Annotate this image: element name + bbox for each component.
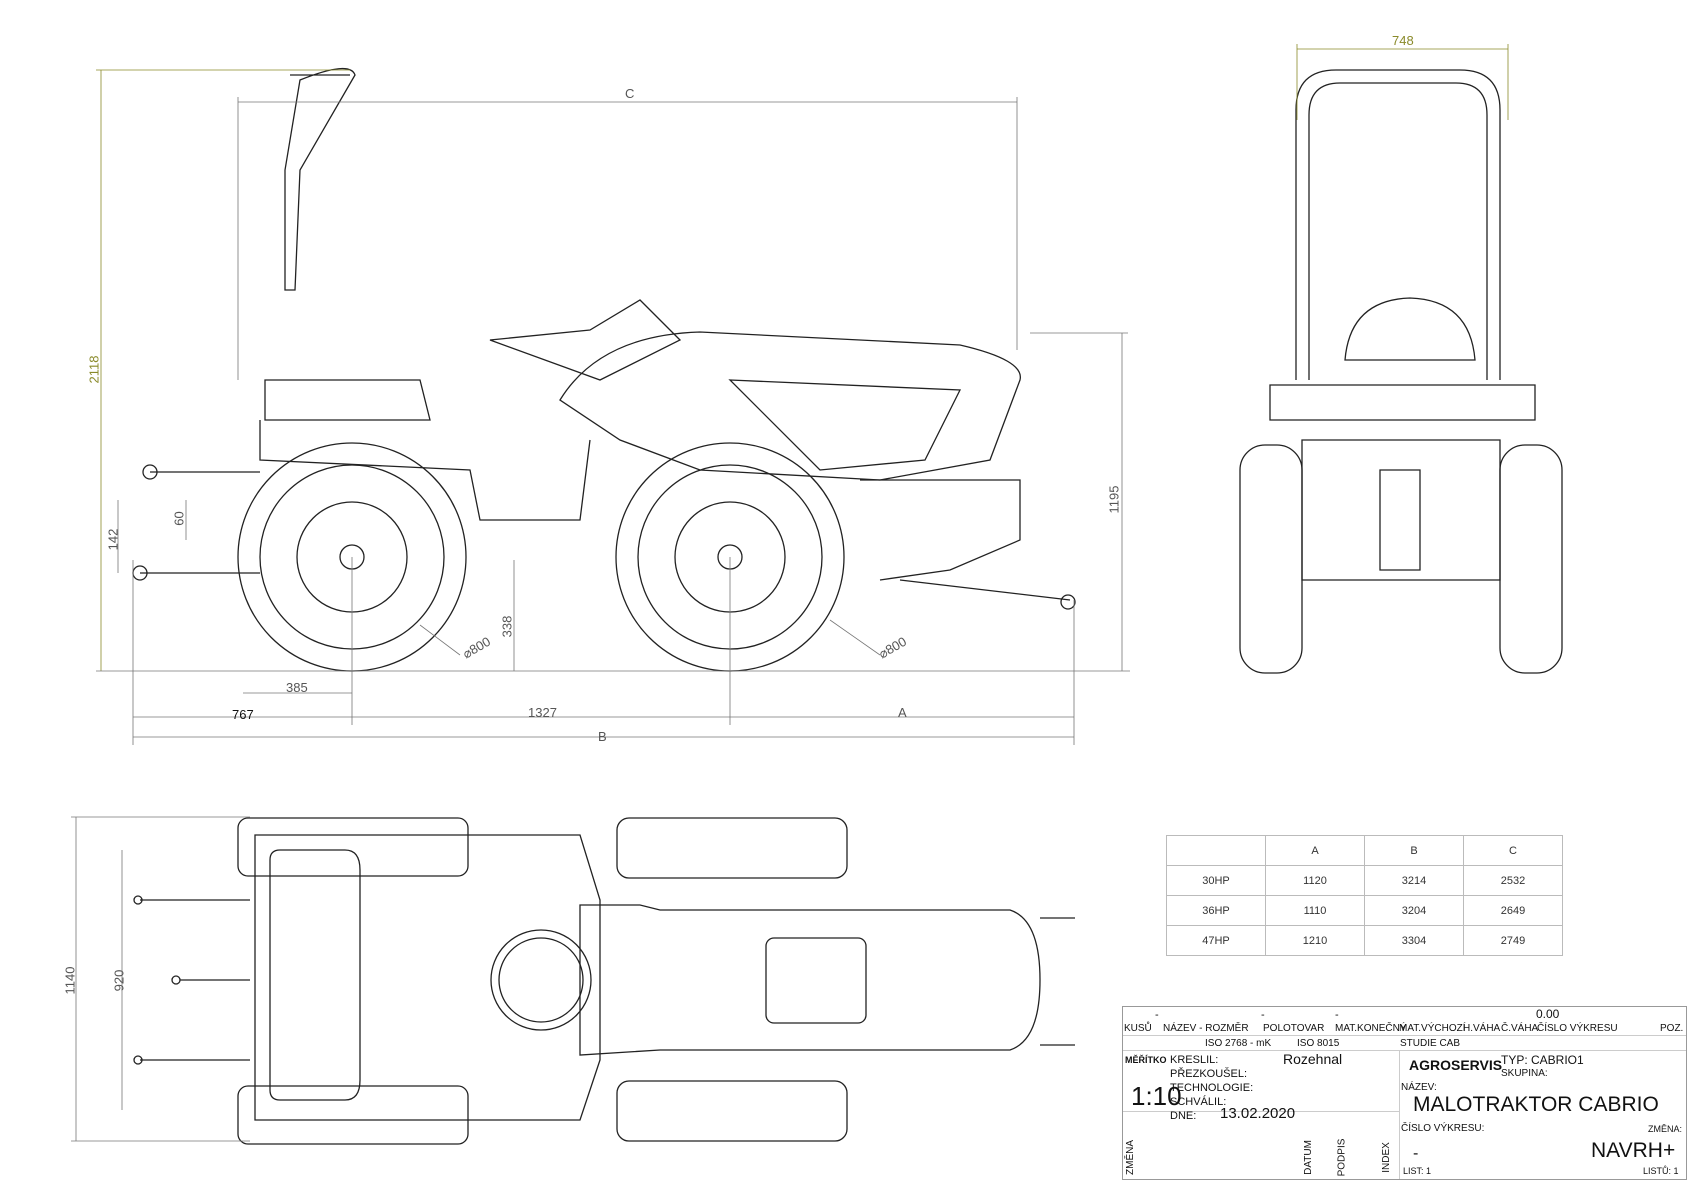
name-label: NÁZEV: [1401,1082,1437,1093]
header-final-mat: MAT.KONEČNÝ [1335,1023,1407,1034]
header-qty: KUSŮ [1124,1023,1152,1034]
drawing-number-label: ČÍSLO VÝKRESU: [1401,1123,1485,1134]
dim-top-width: 1140 [62,966,78,995]
dim-front-width: 748 [1392,33,1414,48]
dim-767: 767 [232,707,254,722]
surface-standard: ISO 8015 [1297,1038,1340,1049]
revision-change: ZMĚNA [1125,1140,1136,1175]
cell: 30HP [1166,865,1266,896]
drawn-by: Rozehnal [1283,1051,1343,1067]
drawn-label: KRESLIL: [1170,1054,1219,1066]
scale-label: MĚŘÍTKO [1125,1055,1167,1065]
front-view [1239,69,1563,674]
type-label: TYP: CABRIO1 [1501,1053,1584,1067]
drawing-number: - [1413,1145,1419,1162]
dim-track: 920 [111,969,127,992]
cell: 2532 [1463,865,1563,896]
dimension-lines [71,44,1509,1142]
hood [559,331,1021,481]
study-label: STUDIE CAB [1400,1038,1461,1049]
approved-label: SCHVÁLIL: [1170,1096,1227,1108]
dim-clearance: 338 [499,615,515,638]
header-name: NÁZEV - ROZMĚR [1163,1023,1249,1034]
header-cell: C [1463,835,1563,866]
cell: 3214 [1364,865,1464,896]
header-cell: A [1265,835,1365,866]
drawing-title: MALOTRAKTOR CABRIO [1413,1093,1659,1116]
tolerance-standard: ISO 2768 - mK [1205,1038,1272,1049]
revision-index: INDEX [1380,1142,1392,1173]
cell: 1110 [1265,895,1365,926]
group-label: SKUPINA: [1501,1068,1548,1079]
dash: - [1155,1009,1159,1021]
dim-total-height: 2118 [86,355,102,384]
dim-b: B [598,729,607,744]
title-block: - - - 0.00 KUSŮ NÁZEV - ROZMĚR POLOTOVAR… [1122,1006,1687,1180]
side-view [132,67,1076,672]
dim-a: A [898,705,907,720]
technology-label: TECHNOLOGIE: [1170,1082,1254,1094]
cell: 36HP [1166,895,1266,926]
header-source-mat: MAT.VÝCHOZÍ [1399,1023,1466,1034]
cell: 3304 [1364,925,1464,956]
revision-date: DATUM [1302,1140,1314,1175]
dim-wheelbase: 1327 [528,705,557,720]
header-stock: POLOTOVAR [1263,1023,1325,1034]
rollbar [284,67,356,291]
dim-hitch-60: 60 [171,511,187,526]
dash: - [1335,1009,1339,1021]
cell: 2749 [1463,925,1563,956]
date-label: DNE: [1170,1110,1197,1122]
dim-385: 385 [286,680,308,695]
weight-value: 0.00 [1536,1007,1560,1021]
header-gross-weight: H.VÁHA [1463,1023,1501,1034]
dash: - [1261,1009,1265,1021]
revision-signature: PODPIS [1336,1138,1348,1177]
cell: 3204 [1364,895,1464,926]
company-name: AGROSERVIS [1409,1057,1503,1073]
top-view [133,817,1075,1145]
cell: 1210 [1265,925,1365,956]
steering-wheel [489,299,682,381]
dim-hood-height: 1195 [1106,485,1122,514]
sheet-number: LIST: 1 [1403,1166,1432,1176]
dim-c: C [625,86,635,101]
cell: 2649 [1463,895,1563,926]
sheet-count: LISTŮ: 1 [1643,1166,1679,1176]
change-value: NAVRH+ [1591,1139,1676,1162]
cell: 1120 [1265,865,1365,896]
checked-label: PŘEZKOUŠEL: [1170,1068,1248,1080]
header-cell: B [1364,835,1464,866]
header-drawing-no: ČÍSLO VÝKRESU [1537,1023,1618,1034]
scale-value: 1:10 [1131,1081,1182,1111]
header-position: POZ. [1660,1023,1684,1034]
header-cell [1166,835,1266,866]
header-net-weight: Č.VÁHA [1501,1023,1539,1034]
date-value: 13.02.2020 [1220,1105,1296,1122]
cell: 47HP [1166,925,1266,956]
change-label: ZMĚNA: [1648,1124,1683,1134]
dim-hitch-142: 142 [105,528,121,551]
